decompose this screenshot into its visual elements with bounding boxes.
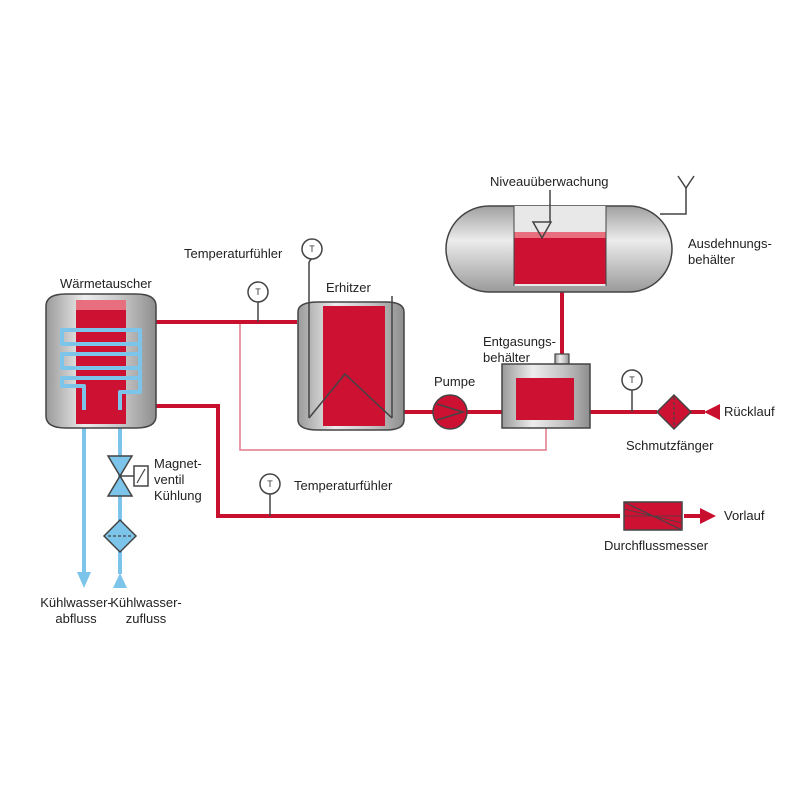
temperature-sensor-supply-top: T xyxy=(247,281,269,322)
supply-label: Vorlauf xyxy=(724,508,765,523)
pump-label: Pumpe xyxy=(434,374,476,389)
temperature-sensor-label-top: Temperaturfühler xyxy=(184,246,283,261)
expansion-tank-label: Ausdehnungs- behälter xyxy=(688,236,772,267)
vorlauf-arrow-icon xyxy=(700,508,716,524)
pump xyxy=(432,394,468,430)
temperature-sensor-label-bottom: Temperaturfühler xyxy=(294,478,393,493)
heating-element xyxy=(308,372,393,419)
heat-exchanger xyxy=(45,293,157,429)
strainer-label: Schmutzfänger xyxy=(626,438,714,453)
process-pipes xyxy=(155,292,705,518)
degassing-vessel-label: Entgasungs- behälter xyxy=(483,334,556,365)
solenoid-valve-label: Magnet- ventil Kühlung xyxy=(154,456,202,503)
vent-icon xyxy=(677,175,695,190)
cooling-outflow-arrow-icon xyxy=(77,572,91,588)
heat-exchanger-label: Wärmetauscher xyxy=(60,276,152,291)
expansion-tank xyxy=(445,175,695,293)
sensor-letter: T xyxy=(309,244,315,254)
solenoid-valve xyxy=(106,455,149,497)
flow-meter-label: Durchflussmesser xyxy=(604,538,709,553)
sensor-letter: T xyxy=(629,375,635,385)
return-label: Rücklauf xyxy=(724,404,775,419)
temperature-sensor-return: T xyxy=(621,369,643,412)
strainer xyxy=(655,393,693,431)
cooling-inflow-arrow-icon xyxy=(113,573,127,588)
degassing-vessel xyxy=(501,353,591,429)
level-probe-icon xyxy=(531,221,553,240)
flow-meter xyxy=(623,501,683,531)
vent-line xyxy=(660,188,687,215)
cooling-filter xyxy=(102,518,138,554)
temperature-sensor-supply: T xyxy=(259,473,281,516)
heater xyxy=(297,262,405,431)
niveau-label: Niveauüberwachung xyxy=(490,174,609,189)
sensor-letter: T xyxy=(267,479,273,489)
bypass-line xyxy=(239,322,547,451)
cooling-water-outflow-label: Kühlwasser- abfluss xyxy=(40,595,112,626)
sensor-letter: T xyxy=(255,287,261,297)
cooling-coil xyxy=(60,328,142,410)
heater-label: Erhitzer xyxy=(326,280,371,295)
cooling-water-inflow-label: Kühlwasser- zufluss xyxy=(110,595,182,626)
temperature-sensor-heater: T xyxy=(301,238,323,263)
ruecklauf-arrow-icon xyxy=(704,404,720,420)
